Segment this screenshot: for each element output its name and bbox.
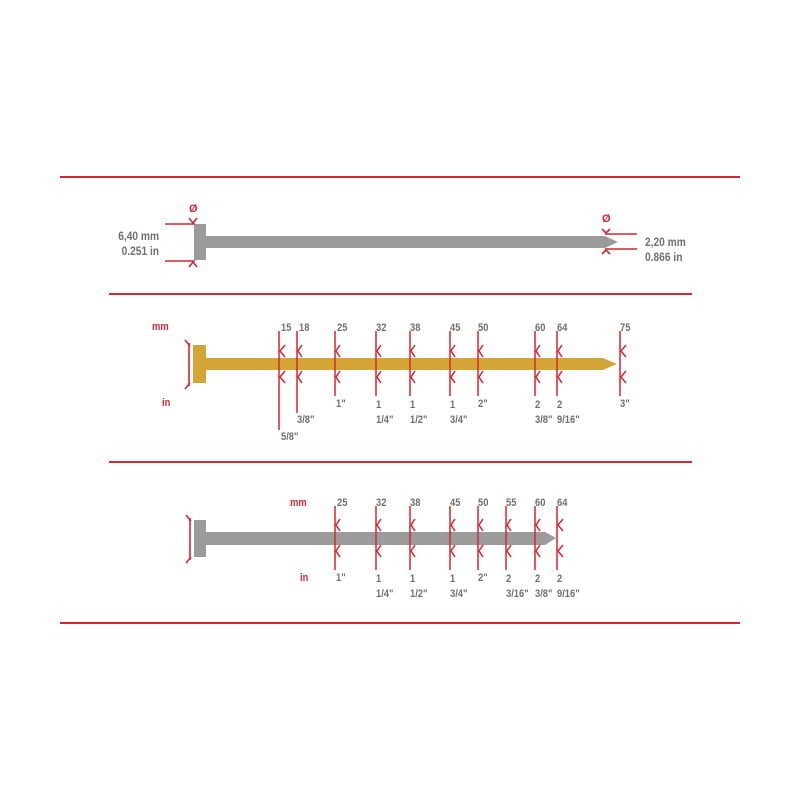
mm-label-60: 60 <box>535 322 546 334</box>
in-label-2-9-16: 2 9/16" <box>557 573 580 600</box>
mm-label-50: 50 <box>478 322 489 334</box>
in-label-1-1-4: 1 1/4" <box>376 399 394 426</box>
mm-label-64: 64 <box>557 497 568 509</box>
shank-diameter-mm: 2,20 mm <box>645 235 686 249</box>
head-diameter-mm: 6,40 mm <box>118 229 159 243</box>
mm-label-15: 15 <box>281 322 292 334</box>
in-label-5-8: 5/8" <box>281 431 299 443</box>
shank-diameter-in: 0.866 in <box>645 250 683 264</box>
divider-middle-2 <box>109 461 692 463</box>
unit-mm-label: mm <box>290 497 307 509</box>
mm-label-38: 38 <box>410 322 421 334</box>
in-label-2-3-8: 2 3/8" <box>535 399 553 426</box>
in-label-2-9-16: 2 9/16" <box>557 399 580 426</box>
diameter-symbol-head: Ø <box>189 203 198 215</box>
mm-label-55: 55 <box>506 497 517 509</box>
divider-top <box>60 176 740 178</box>
in-label-1-1-2: 1 1/2" <box>410 399 428 426</box>
mm-label-50: 50 <box>478 497 489 509</box>
mm-label-25: 25 <box>337 322 348 334</box>
unit-in-label: in <box>300 572 309 584</box>
in-label-2-3-8: 2 3/8" <box>535 573 553 600</box>
mm-label-32: 32 <box>376 322 387 334</box>
in-label-2-3-16: 2 3/16" <box>506 573 529 600</box>
mm-label-18: 18 <box>299 322 310 334</box>
in-label-2: 2" <box>478 572 488 584</box>
in-label-3: 3" <box>620 398 630 410</box>
in-label-2: 2" <box>478 398 488 410</box>
in-label-1-1-2: 1 1/2" <box>410 573 428 600</box>
mm-label-60: 60 <box>535 497 546 509</box>
shank-diameter-label: 2,20 mm 0.866 in <box>645 235 686 265</box>
diameter-symbol-shank: Ø <box>602 213 611 225</box>
mm-label-45: 45 <box>450 322 461 334</box>
in-label-1: 1" <box>336 572 346 584</box>
head-diameter-in: 0.251 in <box>121 244 159 258</box>
in-label-1-3-4: 1 3/4" <box>450 399 468 426</box>
mm-label-75: 75 <box>620 322 631 334</box>
mm-label-45: 45 <box>450 497 461 509</box>
in-label-1: 1" <box>336 398 346 410</box>
in-label-1-3-4: 1 3/4" <box>450 573 468 600</box>
mm-label-32: 32 <box>376 497 387 509</box>
divider-bottom <box>60 622 740 624</box>
in-label-3-8: 3/8" <box>297 414 315 426</box>
in-label-1-1-4: 1 1/4" <box>376 573 394 600</box>
mm-label-38: 38 <box>410 497 421 509</box>
head-diameter-label: 6,40 mm 0.251 in <box>118 229 159 259</box>
unit-in-label: in <box>162 397 171 409</box>
unit-mm-label: mm <box>152 321 169 333</box>
mm-label-64: 64 <box>557 322 568 334</box>
mm-label-25: 25 <box>337 497 348 509</box>
divider-middle-1 <box>109 293 692 295</box>
